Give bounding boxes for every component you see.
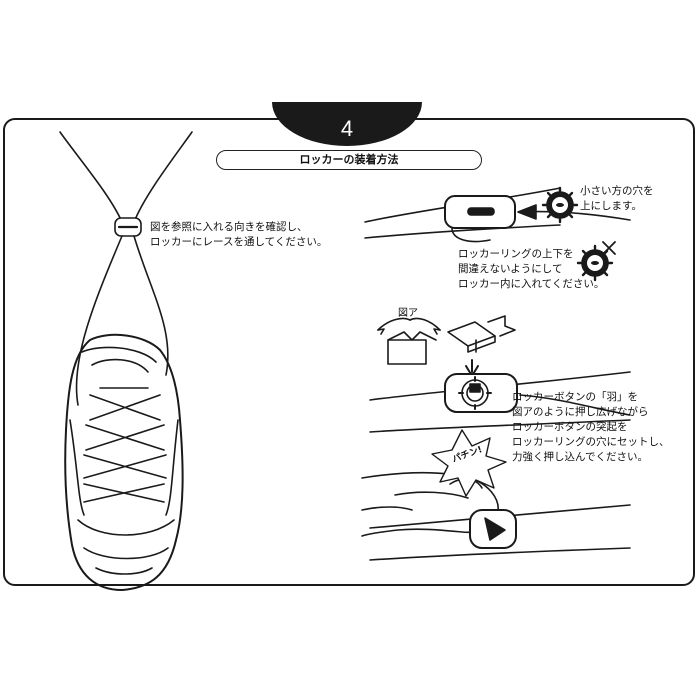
locker-button-icon xyxy=(447,315,516,377)
shoe-illustration xyxy=(59,131,193,591)
locker-step-a xyxy=(364,186,631,243)
locker-step-c xyxy=(369,504,631,561)
instruction-panel xyxy=(3,118,695,586)
gear-ring-icon xyxy=(541,186,579,224)
burst-icon xyxy=(431,429,507,497)
intro-line: 図を参照に入れる向きを確認し、 xyxy=(150,221,308,233)
figure-a xyxy=(377,317,441,365)
press-line: ロッカーボタンの突起を xyxy=(512,421,628,433)
cross-mark-icon xyxy=(602,241,616,255)
small-hole-note: 小さい方の穴を 上にします。 xyxy=(580,184,654,214)
press-line: ロッカーリングの穴にセットし、 xyxy=(512,436,670,448)
intro-note: 図を参照に入れる向きを確認し、 ロッカーにレースを通してください。 xyxy=(150,220,327,250)
press-line: 図アのように押し広げながら xyxy=(512,406,649,418)
section-title: ロッカーの装着方法 xyxy=(216,150,482,170)
ring-line: ロッカーリングの上下を xyxy=(458,248,574,260)
step-number: 4 xyxy=(340,116,354,141)
lace-locker-icon xyxy=(114,217,142,237)
ring-line: 間違えないようにして xyxy=(458,263,563,275)
ring-line: ロッカー内に入れてください。 xyxy=(458,278,605,290)
button-press-note: ロッカーボタンの「羽」を 図アのように押し広げながら ロッカーボタンの突起を ロ… xyxy=(512,390,670,465)
gear-wrong-icon xyxy=(576,241,616,282)
small-hole-line: 小さい方の穴を xyxy=(580,185,654,197)
intro-line: ロッカーにレースを通してください。 xyxy=(150,236,328,248)
small-hole-line: 上にします。 xyxy=(580,200,642,212)
ring-orientation-note: ロッカーリングの上下を 間違えないようにして ロッカー内に入れてください。 xyxy=(458,247,604,292)
locker-step-b xyxy=(369,371,631,433)
press-line: 力強く押し込んでください。 xyxy=(512,451,648,463)
figure-a-label: 図ア xyxy=(398,308,418,319)
press-line: ロッカーボタンの「羽」を xyxy=(512,391,638,403)
